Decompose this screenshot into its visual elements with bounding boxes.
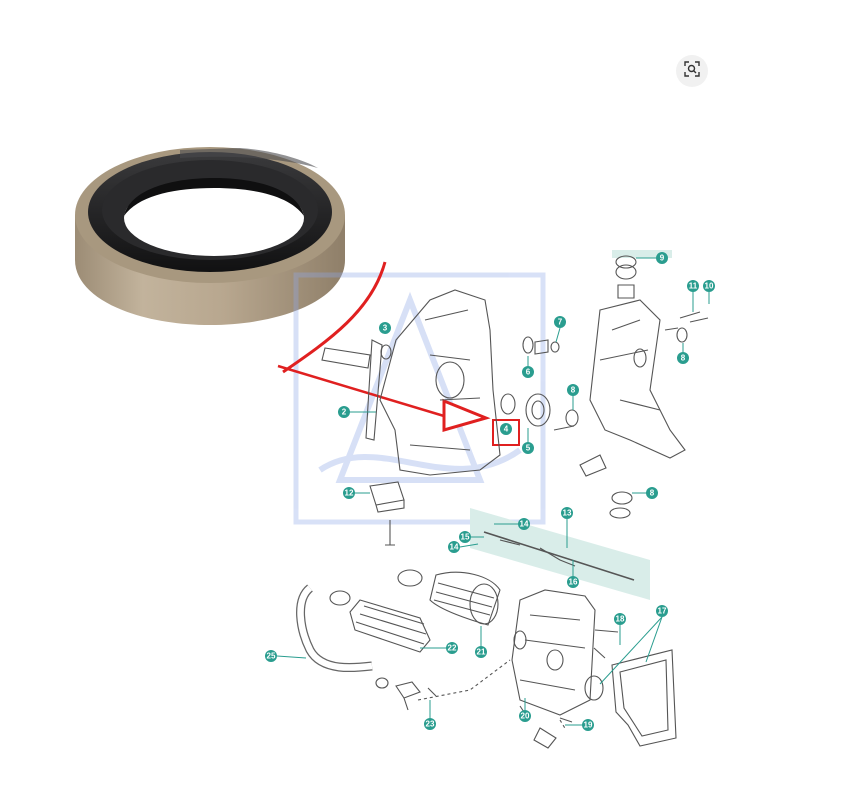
callout-23: 23 — [424, 700, 436, 730]
svg-text:2: 2 — [342, 408, 347, 417]
callout-20: 20 — [519, 698, 531, 722]
callout-6: 6 — [522, 356, 534, 378]
svg-text:20: 20 — [521, 712, 530, 721]
svg-text:16: 16 — [569, 578, 578, 587]
svg-text:18: 18 — [616, 615, 625, 624]
callout-18: 18 — [614, 613, 626, 645]
exploded-parts-diagram — [296, 250, 709, 749]
svg-text:13: 13 — [563, 509, 572, 518]
callout-16: 16 — [567, 560, 579, 588]
callout-8b: 8 — [677, 343, 689, 364]
red-arrow-head — [442, 398, 491, 432]
svg-text:17: 17 — [658, 607, 667, 616]
svg-text:8: 8 — [571, 386, 576, 395]
callout-15: 15 — [459, 531, 484, 543]
callout-25: 25 — [265, 650, 307, 662]
highlight-box — [492, 419, 520, 446]
callout-3: 3 — [379, 322, 391, 334]
svg-text:9: 9 — [660, 254, 665, 263]
diagram-callouts: 2 3 4 5 6 7 8 8 8 9 10 11 12 13 14 14 15… — [265, 252, 715, 731]
svg-text:5: 5 — [526, 444, 531, 453]
svg-text:14: 14 — [450, 543, 459, 552]
callout-10: 10 — [703, 280, 715, 304]
svg-text:25: 25 — [267, 652, 276, 661]
callout-21: 21 — [475, 626, 487, 658]
svg-text:12: 12 — [345, 489, 354, 498]
svg-text:3: 3 — [383, 324, 388, 333]
callout-8c: 8 — [632, 487, 658, 499]
red-arrow — [277, 364, 445, 418]
watermark-logo — [293, 272, 546, 525]
callout-8a: 8 — [567, 384, 579, 410]
visual-search-button[interactable] — [676, 55, 708, 87]
callout-7: 7 — [554, 316, 566, 343]
svg-text:15: 15 — [461, 533, 470, 542]
callout-13: 13 — [561, 507, 573, 548]
callout-9: 9 — [636, 252, 668, 264]
callout-4: 4 — [500, 423, 512, 435]
highlight-annotation — [277, 261, 520, 446]
callout-22: 22 — [420, 642, 458, 654]
callout-2: 2 — [338, 406, 376, 418]
svg-text:8: 8 — [650, 489, 655, 498]
callout-12: 12 — [343, 487, 370, 499]
svg-text:21: 21 — [477, 648, 486, 657]
svg-text:19: 19 — [584, 721, 593, 730]
callout-5: 5 — [522, 428, 534, 454]
svg-text:22: 22 — [448, 644, 457, 653]
oil-seal-photo — [75, 147, 345, 325]
callout-11: 11 — [687, 280, 699, 312]
svg-text:6: 6 — [526, 368, 531, 377]
callout-19: 19 — [565, 719, 594, 731]
svg-text:4: 4 — [504, 425, 509, 434]
svg-text:7: 7 — [558, 318, 563, 327]
callout-17: 17 — [599, 605, 668, 685]
visual-search-icon — [684, 60, 700, 82]
svg-text:14: 14 — [520, 520, 529, 529]
svg-text:23: 23 — [426, 720, 435, 729]
callout-14b: 14 — [448, 541, 479, 553]
svg-text:10: 10 — [705, 282, 714, 291]
callout-14a: 14 — [494, 518, 530, 530]
svg-text:11: 11 — [689, 282, 698, 291]
svg-text:8: 8 — [681, 354, 686, 363]
